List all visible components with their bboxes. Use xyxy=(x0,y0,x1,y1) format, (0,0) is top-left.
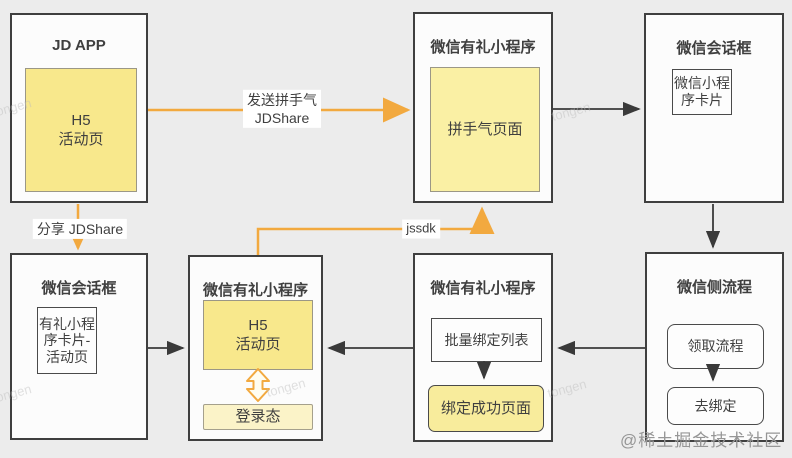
watermark-diagonal: tongen xyxy=(549,99,593,124)
gift-card-activity-box: 有礼小程序卡片-活动页 xyxy=(37,307,97,374)
panel-wx-mini-top-title: 微信有礼小程序 xyxy=(430,39,536,56)
panel-wx-side: 微信侧流程 领取流程 去绑定 xyxy=(645,252,784,442)
panel-wx-chat-top-title: 微信会话框 xyxy=(676,40,752,57)
h5-activity-page-box: H5 活动页 xyxy=(25,68,137,192)
panel-wx-chat-top: 微信会话框 微信小程序卡片 xyxy=(644,13,784,203)
panel-wx-mini-bind: 微信有礼小程序 批量绑定列表 绑定成功页面 xyxy=(413,253,553,442)
panel-jd-app-title: JD APP xyxy=(52,37,106,54)
login-state-box: 登录态 xyxy=(203,404,313,430)
panel-wx-chat-bottom: 微信会话框 有礼小程序卡片-活动页 xyxy=(10,253,148,440)
lucky-draw-page-box: 拼手气页面 xyxy=(430,67,540,192)
panel-wx-mini-h5: 微信有礼小程序 H5 活动页 登录态 xyxy=(188,255,323,441)
h5-activity-page-box: H5 活动页 xyxy=(203,300,313,370)
panel-wx-chat-bottom-title: 微信会话框 xyxy=(41,280,117,297)
panel-wx-side-title: 微信侧流程 xyxy=(676,279,752,296)
panel-wx-mini-bind-title: 微信有礼小程序 xyxy=(430,280,536,297)
panel-wx-mini-h5-title: 微信有礼小程序 xyxy=(202,282,308,299)
arrow-jssdk xyxy=(256,206,495,255)
edge-label-send-jdshare: 发送拼手气 JDShare xyxy=(243,89,321,129)
panel-jd-app: JD APP H5 活动页 xyxy=(10,13,148,203)
edge-label-jssdk: jssdk xyxy=(402,219,440,239)
edge-label-share-jdshare: 分享 JDShare xyxy=(32,218,128,240)
receive-flow-box: 领取流程 xyxy=(667,324,764,369)
go-bind-box: 去绑定 xyxy=(667,387,764,425)
panel-wx-mini-top: 微信有礼小程序 拼手气页面 xyxy=(413,12,553,203)
bind-success-page-box: 绑定成功页面 xyxy=(428,385,544,432)
batch-bind-list-box: 批量绑定列表 xyxy=(431,318,542,362)
mini-program-card-box: 微信小程序卡片 xyxy=(672,69,732,115)
